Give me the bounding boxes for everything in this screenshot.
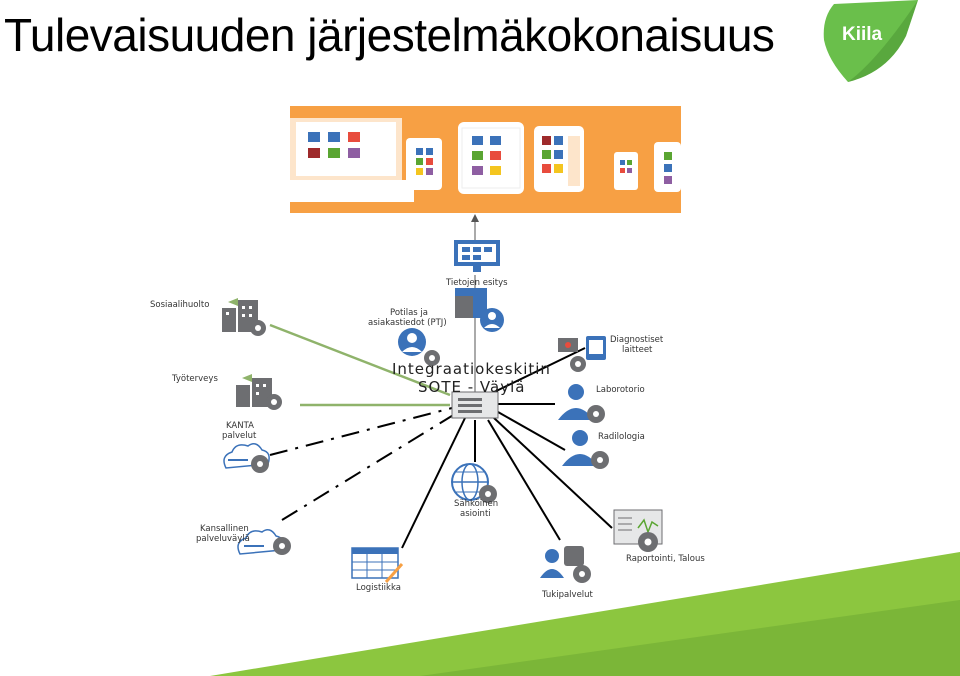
link-diagnostiset (487, 347, 586, 396)
link-raportointi (493, 417, 613, 529)
link-tukipalvelut (487, 419, 561, 541)
patient-record-icon (455, 288, 504, 332)
globe-icon (451, 463, 497, 503)
monitor-icon (454, 240, 500, 272)
link-logistiikka (401, 417, 466, 549)
label-sosiaalihuolto: Sosiaalihuolto (150, 300, 210, 310)
slide-title: Tulevaisuuden järjestelmäkokonaisuus (4, 9, 775, 61)
laboratory-person-icon (558, 384, 605, 423)
report-chart-icon (613, 509, 663, 552)
link-kansallinen (281, 413, 456, 521)
label-kanta-line1: KANTA (226, 421, 254, 431)
hub-subtitle: SOTE - Väylä (418, 378, 526, 396)
label-kansallinen-line1: Kansallinen (200, 524, 249, 534)
label-potilas-line2: asiakastiedot (PTJ) (368, 318, 447, 328)
diagnostic-device-icon (558, 336, 606, 372)
logo-text: Kiila (842, 24, 883, 45)
spreadsheet-icon (351, 547, 404, 583)
label-radiologia: Radilologia (598, 432, 645, 442)
bottom-green-wedge-dark (420, 600, 960, 676)
label-sahkoinen-line2: asiointi (460, 509, 491, 519)
label-tyoterveys: Työterveys (172, 374, 218, 384)
label-laborotorio: Laborotorio (596, 385, 645, 395)
link-kanta (269, 407, 453, 456)
kanta-cloud-icon (223, 443, 270, 473)
label-potilas-line1: Potilas ja (390, 308, 428, 318)
link-sosiaalihuolto (269, 323, 451, 397)
label-kansallinen-line2: palveluväylä (196, 534, 250, 544)
label-diagnostiset-line2: laitteet (622, 345, 653, 355)
devices-illustration-icon (290, 118, 681, 202)
radiology-person-icon (562, 430, 609, 469)
sosiaalihuolto-building-icon (222, 298, 266, 336)
support-phone-icon (540, 546, 591, 583)
label-kanta-line2: palvelut (222, 431, 257, 441)
label-logistiikka: Logistiikka (356, 583, 401, 593)
link-radiologia (497, 411, 566, 451)
kiila-logo-icon (823, 0, 918, 82)
label-diagnostiset-line1: Diagnostiset (610, 335, 664, 345)
kansallinen-cloud-icon (237, 529, 291, 555)
label-tietojen-esitys: Tietojen esitys (446, 278, 508, 288)
label-raportointi: Raportointi, Talous (626, 554, 705, 564)
hub-title: Integraatiokeskitin (392, 360, 551, 378)
tyoterveys-building-icon (236, 374, 282, 410)
ptj-person-gear-icon (398, 328, 440, 366)
label-tukipalvelut: Tukipalvelut (542, 590, 593, 600)
hub-server-icon (451, 391, 499, 419)
label-sahkoinen-line1: Sähköinen (454, 499, 499, 509)
devices-banner (290, 106, 681, 213)
